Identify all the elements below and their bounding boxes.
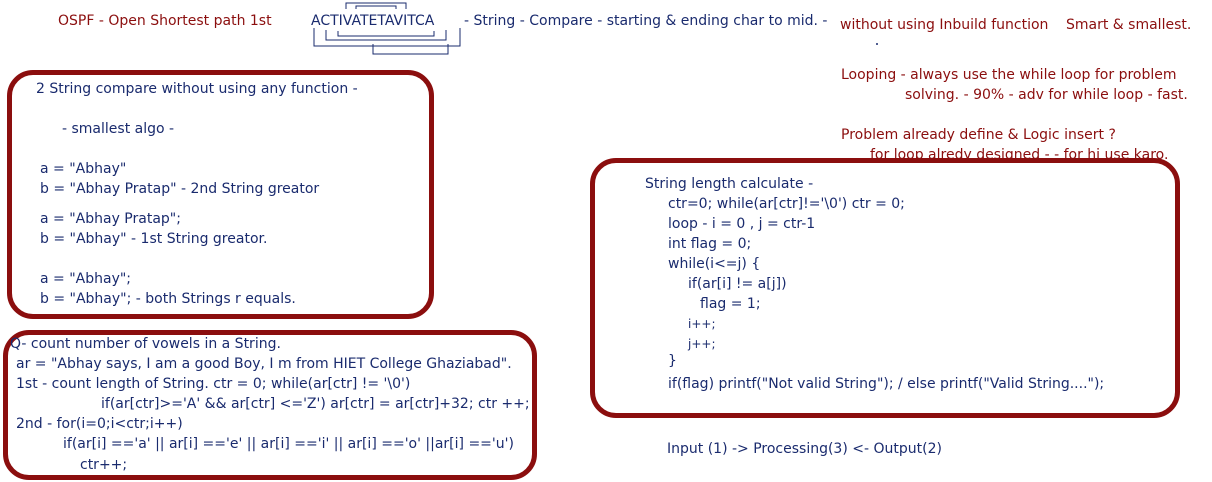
palindrome-word: ACTIVATETAVITCA: [311, 13, 435, 29]
palindrome-line: loop - i = 0 , j = ctr-1: [668, 216, 816, 232]
palindrome-line: i++;: [688, 317, 716, 331]
palindrome-line: flag = 1;: [700, 296, 761, 312]
vowel-count-box: [3, 330, 537, 480]
palindrome-check-box: [590, 158, 1180, 418]
palindrome-line: }: [668, 353, 677, 369]
palindrome-line: String length calculate -: [645, 176, 814, 192]
compare-line: b = "Abhay" - 1st String greator.: [40, 231, 268, 247]
string-compare-box: [7, 70, 434, 319]
compare-line: a = "Abhay";: [40, 271, 132, 287]
palindrome-line: if(ar[i] != a[j]): [688, 276, 787, 292]
compare-line: b = "Abhay Pratap" - 2nd String greator: [40, 181, 320, 197]
input-processing-output-note: Input (1) -> Processing(3) <- Output(2): [667, 441, 942, 457]
palindrome-line: if(flag) printf("Not valid String"); / e…: [668, 376, 1105, 392]
smart-smallest-note: Smart & smallest.: [1066, 17, 1192, 33]
vowel-line: ar = "Abhay says, I am a good Boy, I m f…: [16, 356, 512, 372]
looping-note-1: Looping - always use the while loop for …: [841, 67, 1177, 83]
vowel-line: if(ar[ctr]>='A' && ar[ctr] <='Z') ar[ctr…: [101, 396, 530, 412]
vowel-line: ctr++;: [80, 457, 128, 473]
string-compare-title: 2 String compare without using any funct…: [36, 81, 358, 97]
vowel-line: Q- count number of vowels in a String.: [10, 336, 281, 352]
compare-note: - String - Compare - starting & ending c…: [464, 13, 828, 29]
palindrome-line: ctr=0; while(ar[ctr]!='\0') ctr = 0;: [668, 196, 905, 212]
looping-note-2: solving. - 90% - adv for while loop - fa…: [905, 87, 1188, 103]
palindrome-line: j++;: [688, 337, 716, 351]
problem-note-1: Problem already define & Logic insert ?: [841, 127, 1116, 143]
palindrome-line: int flag = 0;: [668, 236, 752, 252]
palindrome-line: while(i<=j) {: [668, 256, 761, 272]
without-function-note: without using Inbuild function: [840, 17, 1049, 33]
vowel-line: 1st - count length of String. ctr = 0; w…: [16, 376, 411, 392]
vowel-line: 2nd - for(i=0;i<ctr;i++): [16, 416, 183, 432]
compare-line: a = "Abhay Pratap";: [40, 211, 181, 227]
smallest-algo-note: - smallest algo -: [62, 121, 175, 137]
ospf-note: OSPF - Open Shortest path 1st: [58, 13, 272, 29]
compare-line: a = "Abhay": [40, 161, 127, 177]
vowel-line: if(ar[i] =='a' || ar[i] =='e' || ar[i] =…: [63, 436, 514, 452]
compare-line: b = "Abhay"; - both Strings r equals.: [40, 291, 296, 307]
